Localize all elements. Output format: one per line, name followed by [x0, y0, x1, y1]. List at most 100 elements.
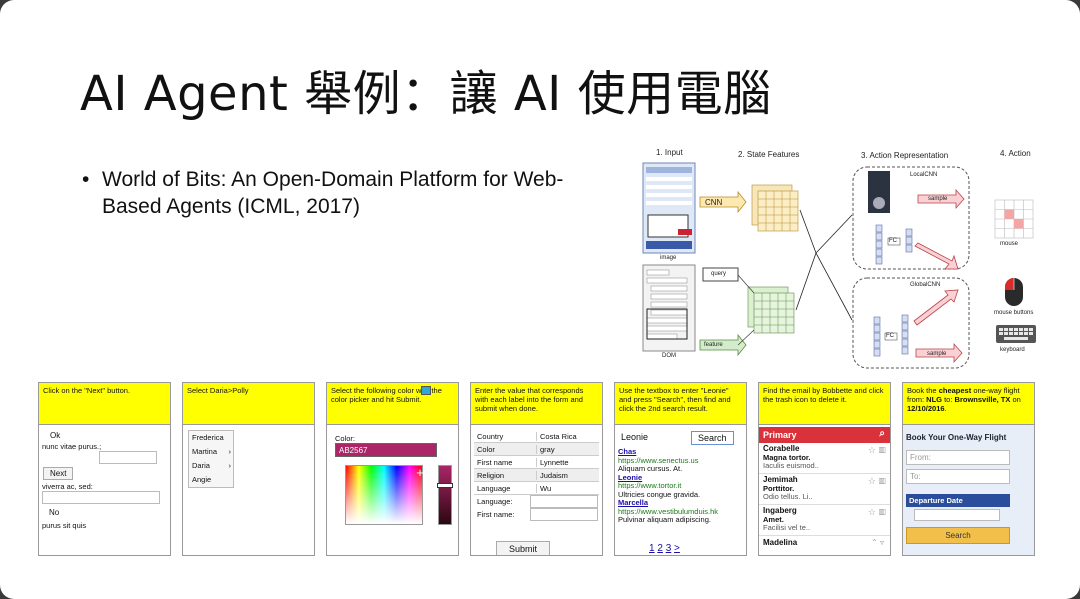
chevron-right-icon: ›: [228, 461, 232, 470]
row-value: gray: [536, 444, 555, 454]
fc-label-2: FC: [886, 333, 894, 339]
table-row: First name Lynnette: [474, 456, 599, 469]
screenshot-thumbnail: [642, 162, 696, 254]
cnn-label: CNN: [705, 198, 723, 207]
row-label: Language: [477, 483, 511, 493]
search-icon[interactable]: ⌕: [879, 428, 885, 439]
filler-text-2: viverra ac, sed:: [42, 482, 93, 491]
result-url: https://www.vestibulumduis.hk: [618, 506, 719, 516]
form-row: Language:: [474, 495, 599, 508]
task-book-flight: Book the cheapest one-way flight from: N…: [902, 382, 1035, 556]
search-flight-button[interactable]: Search: [906, 527, 1010, 544]
no-button[interactable]: No: [49, 508, 60, 517]
query-label: query: [711, 271, 727, 277]
star-icon[interactable]: ☆: [867, 507, 876, 517]
next-button[interactable]: Next: [43, 467, 74, 480]
sample-arrow-global-2: [915, 342, 963, 364]
row-value: Lynnette: [536, 457, 569, 467]
text-input-1[interactable]: [99, 451, 157, 464]
email-item[interactable]: Madelina ⌃ ▿: [759, 536, 890, 550]
global-cnn-label: GlobalCNN: [910, 282, 941, 288]
email-item[interactable]: Corabelle Magna tortor. Iaculis euismod.…: [759, 443, 890, 474]
from-placeholder: From:: [910, 453, 931, 462]
bullet-item: • World of Bits: An Open-Domain Platform…: [82, 166, 602, 220]
mouse-grid: [994, 199, 1034, 239]
email-sender: Ingaberg: [763, 506, 797, 515]
menu-item[interactable]: Martina›: [189, 445, 233, 459]
task-instruction: Book the cheapest one-way flight from: N…: [903, 383, 1034, 425]
query-box: [702, 267, 739, 282]
result-url: https://www.tortor.it: [618, 481, 682, 490]
search-input[interactable]: Leonie: [621, 432, 649, 442]
row-label: First name: [477, 457, 513, 467]
page-link[interactable]: 2: [657, 543, 663, 554]
col-input-label: 1. Input: [656, 148, 683, 157]
pagination: 1 2 3 >: [649, 543, 680, 554]
task-color-picker: Select the following color with the colo…: [326, 382, 459, 556]
from-input[interactable]: From:: [906, 450, 1010, 465]
submit-button[interactable]: Submit: [496, 541, 551, 555]
task-email-inbox: Find the email by Bobbette and click the…: [758, 382, 891, 556]
bullet-text: World of Bits: An Open-Domain Platform f…: [102, 168, 564, 218]
hue-slider[interactable]: [438, 465, 452, 525]
form-heading: Book Your One-Way Flight: [906, 433, 1007, 442]
to-input[interactable]: To:: [906, 469, 1010, 484]
form-row: First name:: [474, 508, 599, 521]
crosshair-icon[interactable]: +: [416, 465, 424, 480]
email-item[interactable]: Ingaberg Amet. Facilisi vel te.. ☆ ▥: [759, 505, 890, 536]
instruction-part: to:: [942, 395, 955, 404]
instruction-to: Brownsville, TX: [954, 395, 1011, 404]
trash-icon[interactable]: ▥: [878, 445, 886, 454]
trash-icon[interactable]: ▥: [878, 507, 886, 516]
star-icon[interactable]: ☆: [867, 476, 876, 486]
task-instruction: Enter the value that corresponds with ea…: [471, 383, 602, 425]
fc-label-1: FC: [889, 238, 897, 244]
email-subject: Amet.: [763, 514, 784, 524]
menu-item[interactable]: Angie: [192, 475, 212, 484]
text-input-2[interactable]: [42, 491, 160, 504]
menu-item[interactable]: Daria›: [189, 459, 233, 473]
page-link[interactable]: 1: [649, 543, 655, 554]
search-button[interactable]: Search: [691, 431, 734, 445]
color-hex-input[interactable]: AB2567: [335, 443, 437, 457]
page-next-link[interactable]: >: [674, 543, 680, 554]
local-cnn-box: [852, 166, 970, 270]
sample-arrow-local-2: [914, 242, 959, 270]
departure-date-label: Departure Date: [906, 494, 1010, 507]
architecture-diagram: 1. Input 2. State Features 3. Action Rep…: [638, 145, 1058, 370]
instruction-date: 12/10/2016: [907, 404, 945, 413]
trash-icon[interactable]: ▥: [878, 476, 886, 485]
chevron-icons[interactable]: ⌃ ▿: [871, 538, 884, 547]
instruction-from: NLG: [926, 395, 943, 404]
task-fill-form: Enter the value that corresponds with ea…: [470, 382, 603, 556]
first-name-field[interactable]: [530, 508, 598, 521]
menu-item[interactable]: Frederica: [192, 433, 224, 442]
language-field[interactable]: [530, 495, 598, 508]
result-title[interactable]: Marcella: [618, 498, 649, 507]
image-label: image: [660, 255, 677, 261]
keyboard-label: keyboard: [1000, 347, 1025, 353]
date-input[interactable]: [914, 509, 1000, 521]
cnn-arrow: [699, 190, 747, 214]
sample-label-1: sample: [928, 196, 948, 202]
chevron-right-icon: ›: [228, 447, 232, 456]
email-item[interactable]: Jemimah Porttitor. Odio tellus. Li.. ☆ ▥: [759, 474, 890, 505]
color-spectrum[interactable]: [345, 465, 423, 525]
search-results: Chas https://www.senectus.us Aliquam cur…: [618, 447, 743, 525]
ok-button[interactable]: Ok: [50, 431, 61, 440]
page-link[interactable]: 3: [665, 543, 672, 554]
mouse-icon: [1005, 278, 1023, 306]
bullet-dot: •: [82, 168, 90, 191]
star-icon[interactable]: ☆: [867, 445, 876, 455]
email-subject: Porttitor.: [763, 483, 795, 493]
task-instruction: Find the email by Bobbette and click the…: [759, 383, 890, 425]
row-value: Wu: [536, 483, 551, 493]
result-title[interactable]: Chas: [618, 447, 637, 456]
target-color-swatch: [421, 386, 431, 395]
result-title[interactable]: Leonie: [618, 472, 643, 482]
color-label: Color:: [335, 434, 356, 443]
slider-handle[interactable]: [437, 483, 453, 488]
